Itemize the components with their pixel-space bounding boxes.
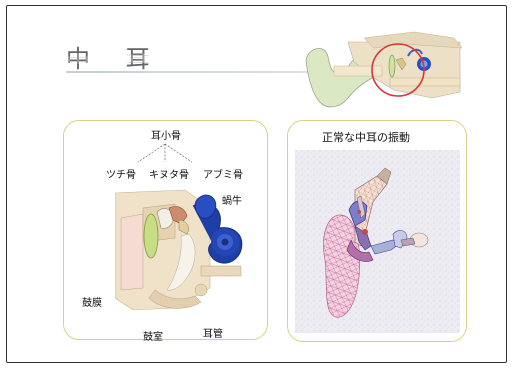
label-tympanic-cavity: 鼓室 [143, 328, 163, 343]
label-eardrum: 鼓膜 [82, 294, 102, 309]
middle-ear-anatomy-illustration [115, 178, 250, 313]
title-block: 中 耳 中 耳 [66, 39, 164, 74]
ossicle-pointer-lines [130, 142, 200, 164]
ear-overview-diagram [304, 20, 464, 118]
vibration-panel-title: 正常な中耳の振動 [322, 129, 410, 145]
ossicles-heading: 耳小骨 [151, 127, 181, 142]
slide-title-reflection: 中 耳 [66, 51, 164, 67]
label-ear-canal: 耳管 [203, 325, 223, 340]
middle-ear-vibration-simulation [295, 150, 460, 333]
